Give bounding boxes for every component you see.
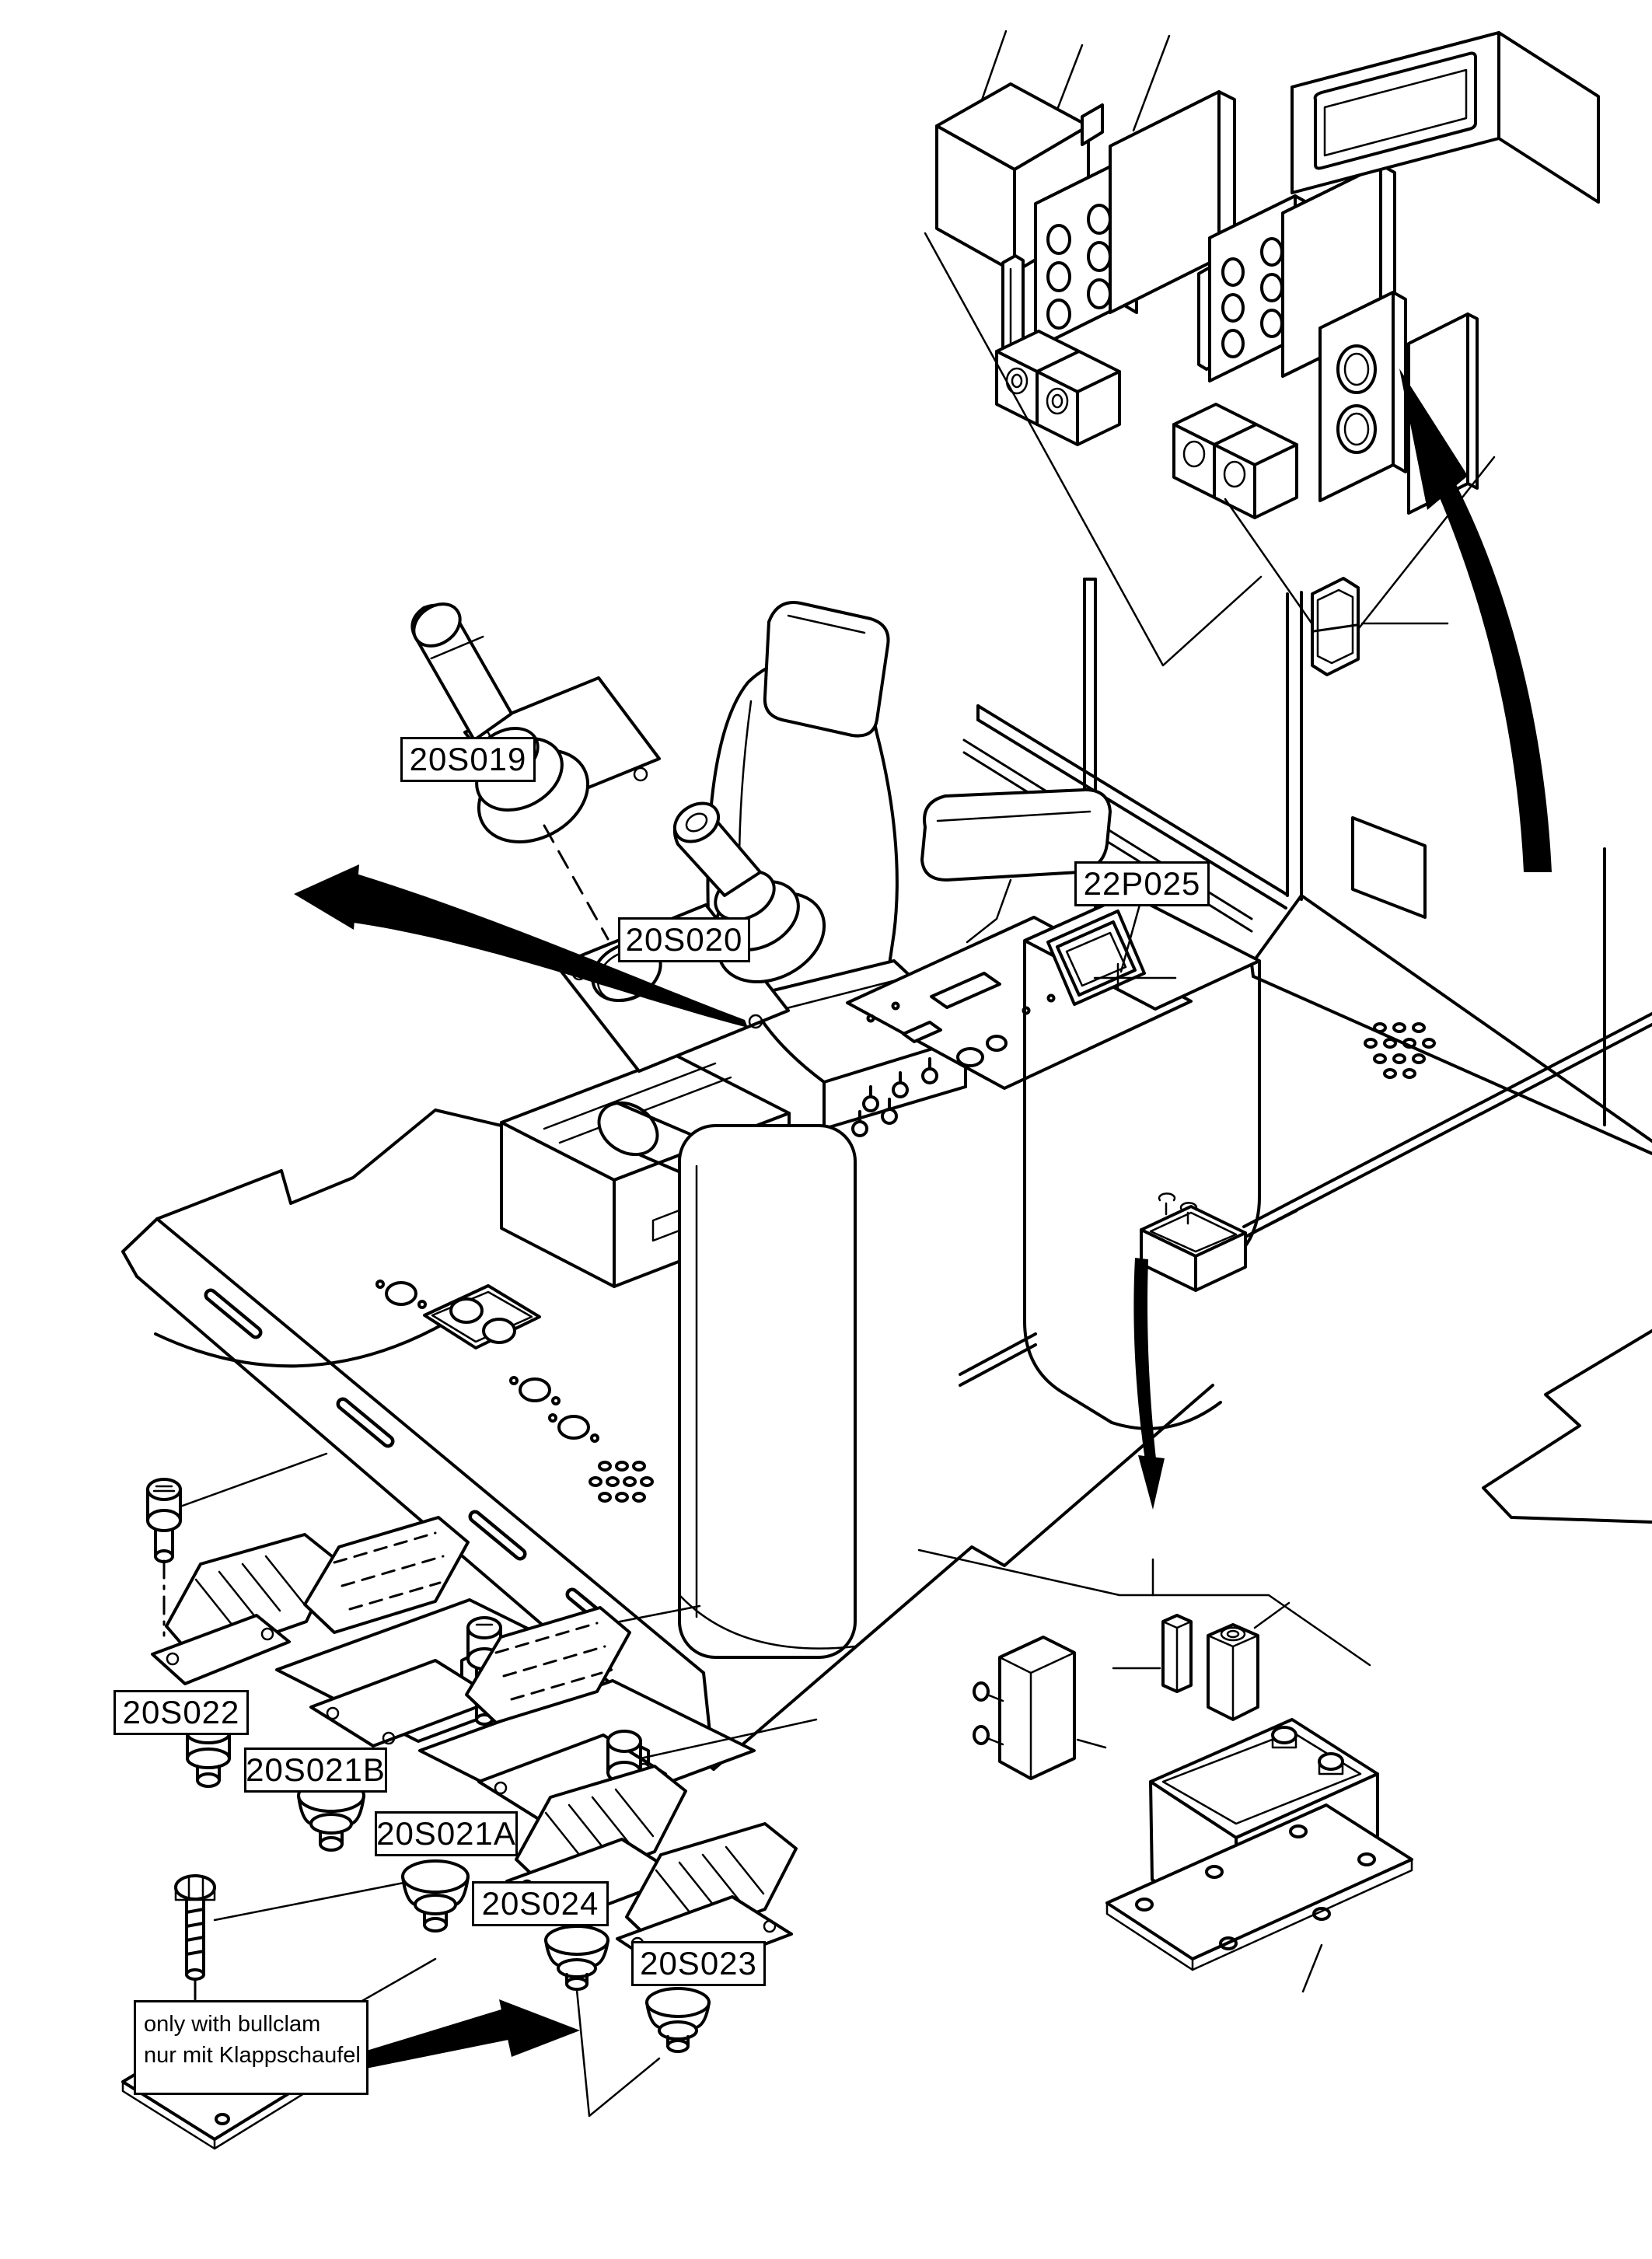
cab-wall-drawing (959, 577, 1652, 1524)
seat-direction-arrow (294, 864, 748, 1028)
part-label-22p025: 22P025 (1074, 861, 1210, 906)
connector-assembly-drawing (924, 30, 1600, 872)
note-line-1: only with bullclam (144, 2012, 321, 2037)
part-label-20s022: 20S022 (114, 1690, 249, 1735)
part-label-20s020: 20S020 (618, 917, 750, 962)
part-label-20s021a: 20S021A (375, 1811, 518, 1856)
right-console-drawing (846, 892, 1298, 1510)
part-label-20s023: 20S023 (631, 1941, 766, 1986)
note-box: only with bullclam nur mit Klappschaufel (134, 2000, 368, 2095)
part-label-20s021b: 20S021B (244, 1747, 387, 1793)
part-label-20s024: 20S024 (472, 1881, 609, 1926)
junction-box-detail-drawing (917, 1548, 1413, 1993)
console-side-panel-drawing (678, 1124, 857, 1659)
note-line-2: nur mit Klappschaufel (144, 2043, 361, 2068)
part-label-20s019: 20S019 (400, 737, 536, 782)
